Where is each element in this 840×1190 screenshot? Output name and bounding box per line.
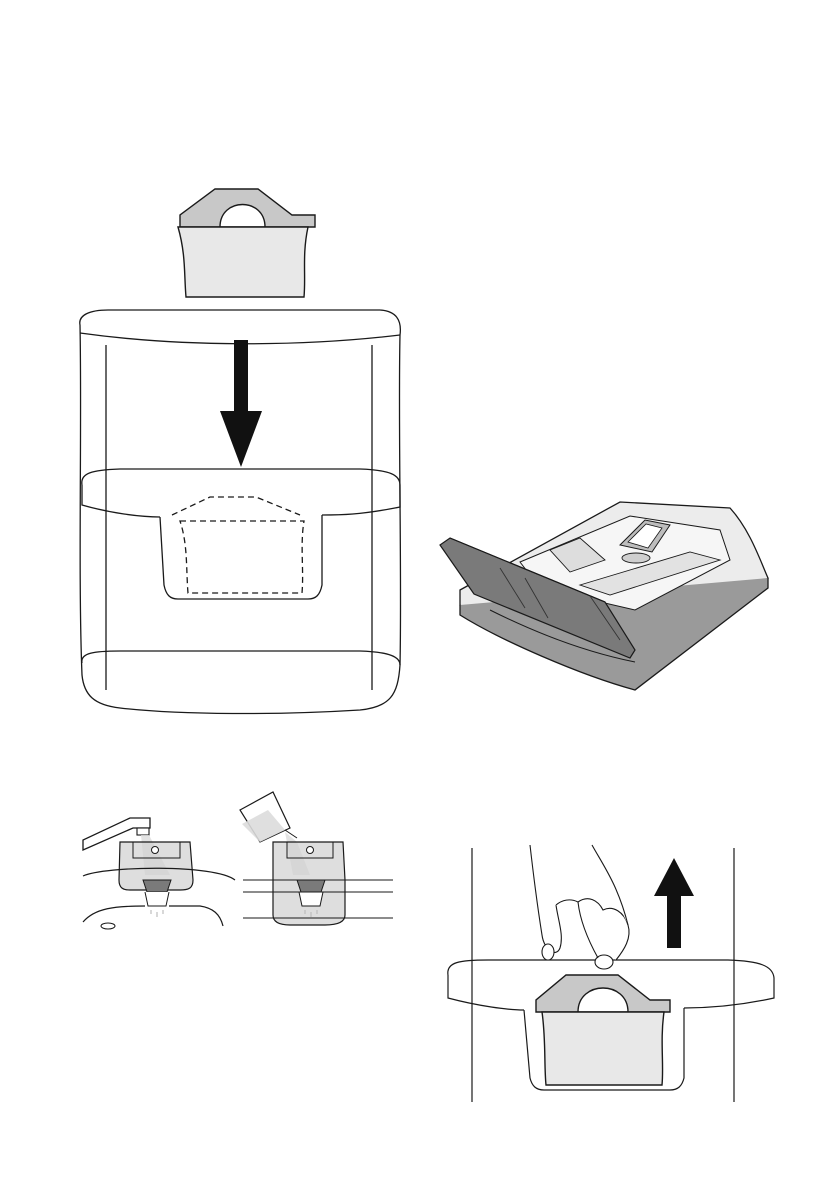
drawer-illustration — [430, 490, 775, 700]
figure-detergent-drawer — [430, 490, 775, 700]
figure-fill-cartridge — [75, 780, 405, 940]
cartridge-top — [178, 189, 315, 297]
remove-cartridge-illustration — [438, 840, 778, 1105]
arrow-up-icon — [654, 858, 694, 948]
arrow-down-icon — [220, 340, 262, 467]
cartridge-under-jug — [273, 842, 345, 925]
jug-icon — [240, 792, 297, 842]
hand-icon — [530, 845, 629, 969]
insert-cartridge-illustration — [60, 175, 420, 725]
fill-cartridge-illustration — [75, 780, 405, 940]
figure-remove-cartridge — [438, 840, 778, 1105]
figure-insert-cartridge — [60, 175, 420, 725]
cartridge-being-removed — [536, 975, 670, 1085]
